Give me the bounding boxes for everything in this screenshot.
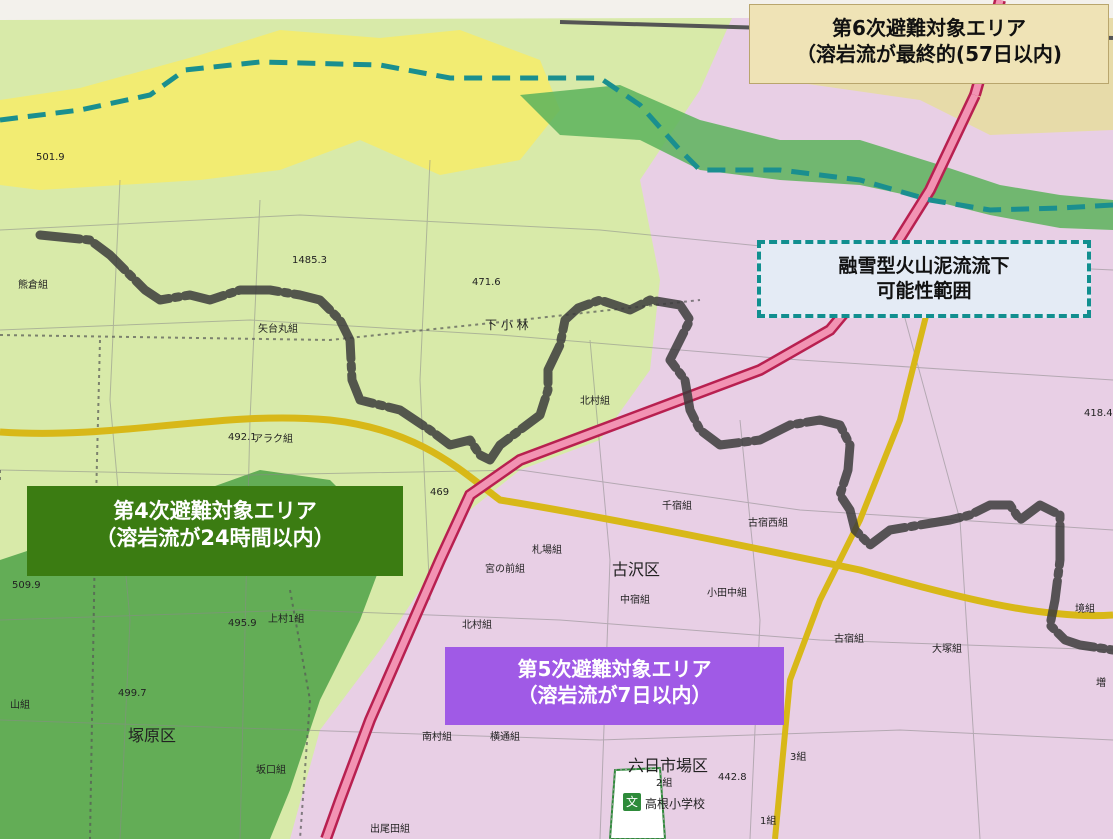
area5-callout: 第5次避難対象エリア （溶岩流が7日以内）: [445, 647, 784, 725]
admin-boundaries: [0, 299, 701, 839]
elevation-label: 499.7: [118, 688, 147, 699]
area6-title: 第6次避難対象エリア: [832, 16, 1026, 40]
elevation-label: 501.9: [36, 152, 65, 163]
place-label: 矢台丸組: [258, 324, 298, 335]
place-label: 古宿組: [834, 634, 864, 645]
mudflow-river-zone: [520, 85, 1113, 230]
place-label: 小田中組: [707, 588, 747, 599]
place-label: 札場組: [532, 545, 562, 556]
place-label: 中宿組: [620, 595, 650, 606]
place-label: 2組: [656, 778, 673, 789]
place-label: 古宿西組: [748, 518, 788, 529]
place-label: 1組: [760, 816, 777, 827]
district-label: 塚原区: [128, 726, 177, 745]
yellow-road-north-south: [772, 299, 933, 839]
mudflow-subtitle: 可能性範囲: [876, 279, 972, 302]
school-label: 高根小学校: [645, 797, 706, 811]
area5-subtitle: （溶岩流が7日以内）: [517, 683, 712, 707]
mudflow-title: 融雪型火山泥流流下: [838, 255, 1010, 277]
place-label: 大塚組: [932, 644, 962, 655]
area6-callout: 第6次避難対象エリア （溶岩流が最終的(57日以内): [749, 4, 1109, 84]
district-label: 古沢区: [612, 560, 661, 579]
area5-title: 第5次避難対象エリア: [517, 657, 712, 681]
elevation-label: 509.9: [12, 580, 41, 591]
elevation-label: 469: [430, 487, 450, 498]
district-boundary: [35, 230, 1113, 655]
place-label: 南村組: [422, 732, 452, 743]
area4-title: 第4次避難対象エリア: [113, 499, 317, 523]
place-label: 3組: [790, 752, 807, 763]
elevation-label: 1485.3: [292, 255, 327, 266]
place-label: 上村1組: [268, 614, 305, 625]
place-label: 境組: [1075, 604, 1095, 615]
elevation-label: 418.4: [1084, 408, 1113, 419]
place-label: 出尾田組: [370, 824, 410, 835]
place-label: 下 小 林: [485, 318, 529, 332]
place-label: 山組: [10, 700, 30, 711]
place-label: 横通組: [490, 732, 520, 743]
mudflow-boundary: [0, 59, 1113, 213]
elevation-label: 442.8: [718, 772, 747, 783]
area4-callout: 第4次避難対象エリア （溶岩流が24時間以内）: [27, 486, 403, 576]
place-label: 熊倉組: [18, 280, 48, 291]
yellow-road: [0, 414, 1113, 620]
place-label: 北村組: [462, 620, 492, 631]
mudflow-callout: 融雪型火山泥流流下 可能性範囲: [757, 240, 1091, 318]
school-icon[interactable]: 文: [623, 793, 641, 811]
place-label: 宮の前組: [485, 564, 525, 575]
place-label: 増: [1096, 678, 1106, 689]
place-label: 北村組: [580, 396, 610, 407]
place-label: 千宿組: [662, 501, 692, 512]
elevation-label: 495.9: [228, 618, 257, 629]
place-label: アラク組: [253, 434, 293, 445]
place-label: 坂口組: [256, 765, 286, 776]
district-label: 六日市場区: [628, 756, 709, 775]
elevation-label: 471.6: [472, 277, 501, 288]
school-grounds-hatch: [609, 767, 666, 839]
area6-subtitle: （溶岩流が最終的(57日以内): [795, 42, 1063, 66]
area4-subtitle: （溶岩流が24時間以内）: [95, 526, 335, 551]
elevation-label: 492.1: [228, 432, 257, 443]
